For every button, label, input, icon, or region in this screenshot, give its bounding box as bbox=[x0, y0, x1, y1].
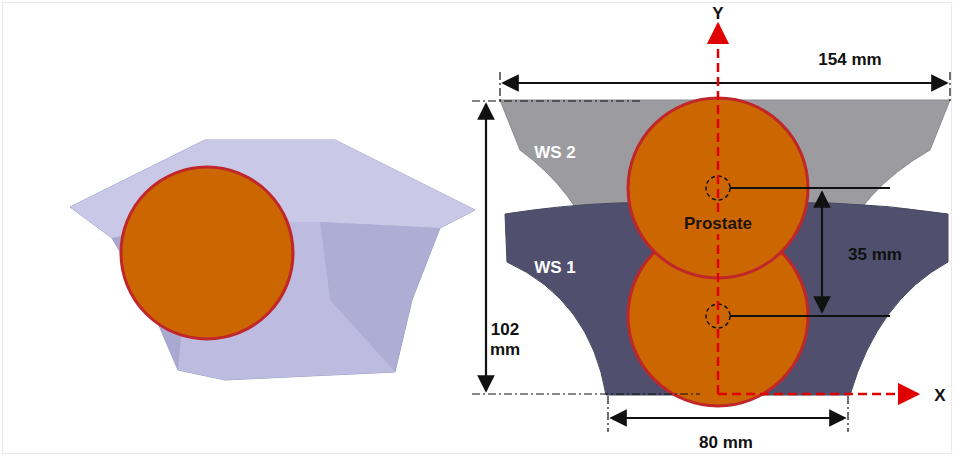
dimension-label: 35 mm bbox=[848, 245, 902, 265]
axis-label: Y bbox=[712, 4, 723, 24]
dimension-label: 80 mm bbox=[699, 433, 753, 453]
region-label: WS 1 bbox=[534, 258, 576, 278]
dimension-label: 154 mm bbox=[818, 50, 881, 70]
axis-label: X bbox=[934, 386, 945, 406]
region-label: Prostate bbox=[681, 214, 755, 234]
region-label: WS 2 bbox=[534, 143, 576, 163]
dimension-label: 102 mm bbox=[485, 320, 525, 361]
